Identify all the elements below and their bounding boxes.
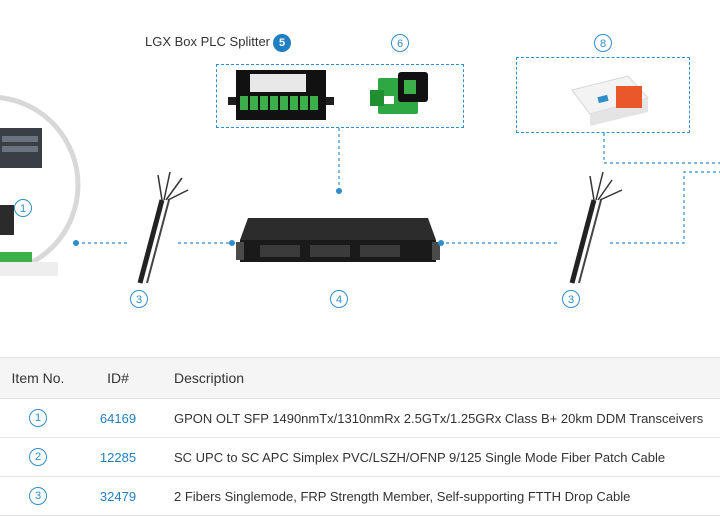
row-id-cell: 12285 — [76, 437, 160, 477]
item-number-badge: 3 — [29, 487, 47, 505]
network-diagram: LGX Box PLC Splitter 5 6 8 1 3 4 3 — [0, 34, 720, 308]
marker-6: 6 — [391, 34, 409, 52]
marker-3-left: 3 — [130, 290, 148, 308]
product-id-link[interactable]: 12285 — [99, 449, 137, 465]
header-description: Description — [160, 357, 720, 399]
row-description: 2 Fibers Singlemode, FRP Strength Member… — [160, 476, 720, 516]
header-item-no: Item No. — [0, 357, 76, 399]
splitter-group-box — [216, 64, 464, 128]
table-header-row: Item No. ID# Description — [0, 357, 720, 399]
row-id-cell: 32479 — [76, 476, 160, 516]
item-number-badge: 2 — [29, 448, 47, 466]
table-row: 1 64169 GPON OLT SFP 1490nmTx/1310nmRx 2… — [0, 398, 720, 438]
drop-cable-right — [569, 171, 623, 284]
row-description: SC UPC to SC APC Simplex PVC/LSZH/OFNP 9… — [160, 437, 720, 477]
row-item-cell: 1 — [0, 398, 76, 438]
olt-detail-circle — [0, 95, 81, 276]
marker-5: 5 — [273, 34, 291, 52]
terminal-box-image — [571, 75, 649, 126]
item-number-badge: 1 — [29, 409, 47, 427]
row-item-cell: 3 — [0, 476, 76, 516]
lgx-splitter-image — [228, 70, 334, 120]
diagram-graphics — [0, 70, 720, 284]
drop-cable-left — [137, 171, 189, 284]
row-item-cell: 2 — [0, 437, 76, 477]
product-id-link[interactable]: 64169 — [99, 410, 137, 426]
sc-adapter-image — [370, 72, 428, 114]
product-id-link[interactable]: 32479 — [99, 488, 137, 504]
marker-8: 8 — [594, 34, 612, 52]
splitter-label: LGX Box PLC Splitter — [145, 34, 270, 49]
row-description: GPON OLT SFP 1490nmTx/1310nmRx 2.5GTx/1.… — [160, 398, 720, 438]
row-id-cell: 64169 — [76, 398, 160, 438]
table-row: 3 32479 2 Fibers Singlemode, FRP Strengt… — [0, 476, 720, 516]
terminal-group-box — [516, 57, 690, 133]
marker-3-right: 3 — [562, 290, 580, 308]
marker-1: 1 — [14, 199, 32, 217]
rack-enclosure — [236, 218, 440, 262]
item-table-grid: Item No. ID# Description 1 64169 GPON OL… — [0, 357, 720, 516]
table-row: 2 12285 SC UPC to SC APC Simplex PVC/LSZ… — [0, 437, 720, 477]
marker-4: 4 — [330, 290, 348, 308]
item-table: Item No. ID# Description 1 64169 GPON OL… — [0, 357, 720, 516]
header-id: ID# — [76, 357, 160, 399]
